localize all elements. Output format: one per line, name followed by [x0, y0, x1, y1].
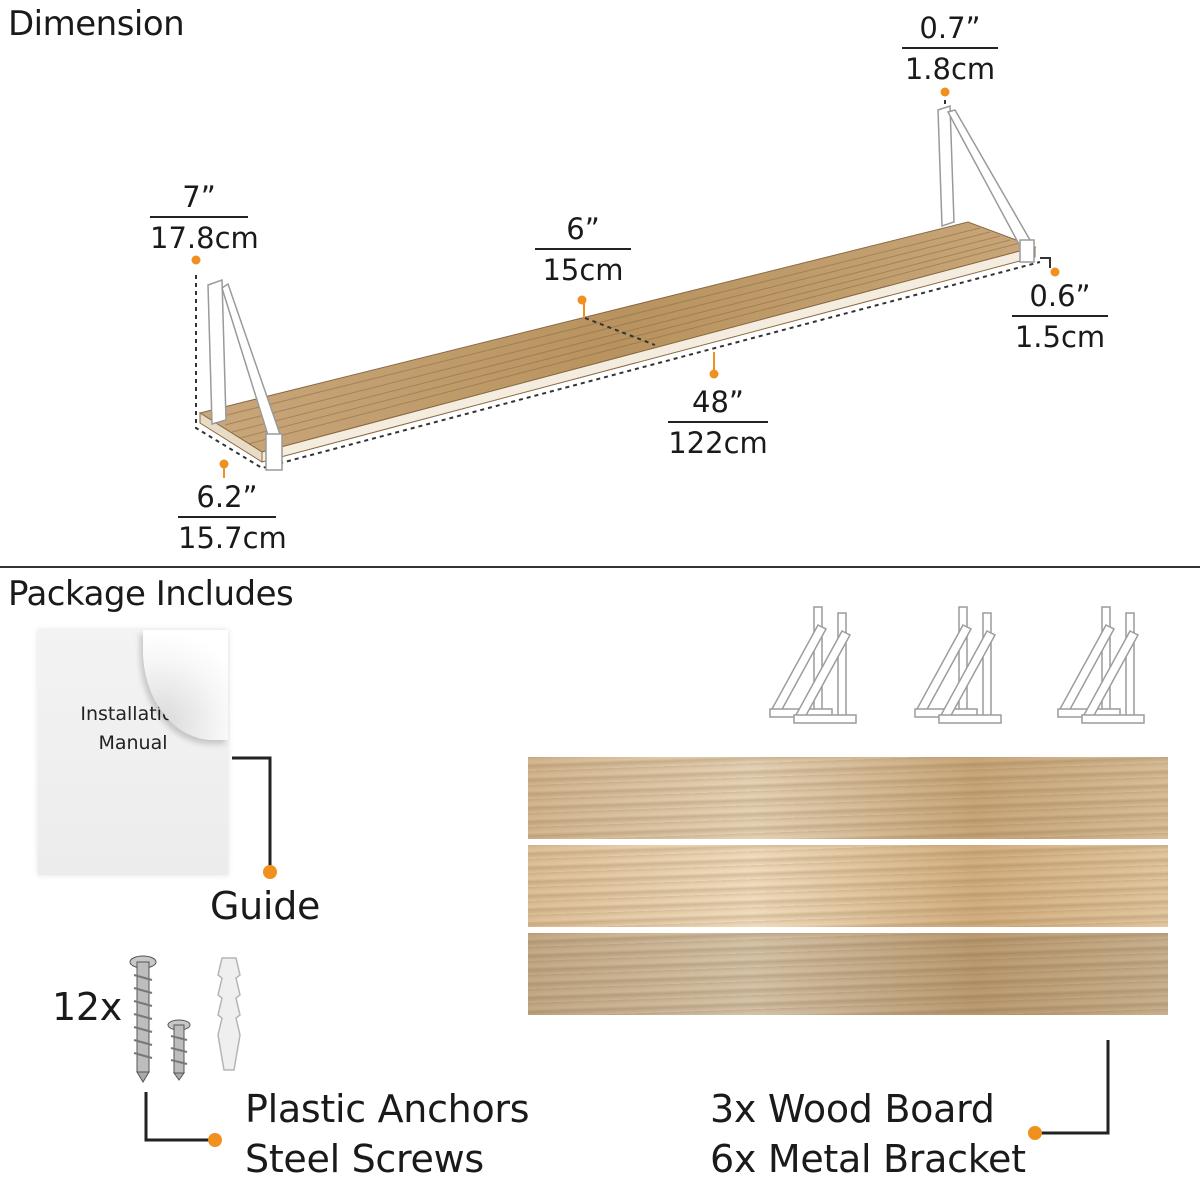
wood-grain: [214, 227, 1021, 445]
wood-line-2: 6x Metal Bracket: [710, 1137, 1026, 1181]
installation-manual: Installation Manual: [38, 630, 228, 875]
section-divider: [0, 566, 1200, 568]
guide-label: Guide: [210, 884, 321, 928]
dimension-outline: [195, 100, 1041, 470]
manual-text-2: Manual: [98, 732, 168, 755]
metal-bracket-icon: [769, 606, 1145, 724]
dim-bracket-height: 7” 17.8cm: [150, 180, 259, 255]
shelf-illustration: [191, 87, 1060, 478]
wood-board: [528, 933, 1168, 1015]
hardware-line-1: Plastic Anchors: [245, 1087, 530, 1131]
hardware-count: 12x: [52, 985, 122, 1029]
callout-dots: [191, 87, 1060, 469]
screw-icon: [129, 955, 157, 1083]
dim-bracket-thickness: 0.7” 1.8cm: [902, 14, 998, 84]
wood-board: [528, 845, 1168, 927]
wood-line-1: 3x Wood Board: [710, 1087, 995, 1131]
right-bracket: [937, 104, 1035, 263]
dim-board-thickness: 0.6” 1.5cm: [1012, 282, 1108, 352]
dim-depth: 6” 15cm: [535, 215, 631, 285]
left-bracket: [207, 278, 283, 471]
package-title: Package Includes: [8, 574, 294, 614]
hardware-line-2: Steel Screws: [245, 1137, 484, 1181]
dim-bracket-depth: 6.2” 15.7cm: [178, 480, 287, 555]
small-screw-icon: [167, 1019, 191, 1081]
anchor-icon: [217, 957, 241, 1071]
dimension-title: Dimension: [8, 4, 185, 44]
dim-length: 48” 122cm: [668, 385, 768, 460]
wood-board: [528, 757, 1168, 839]
